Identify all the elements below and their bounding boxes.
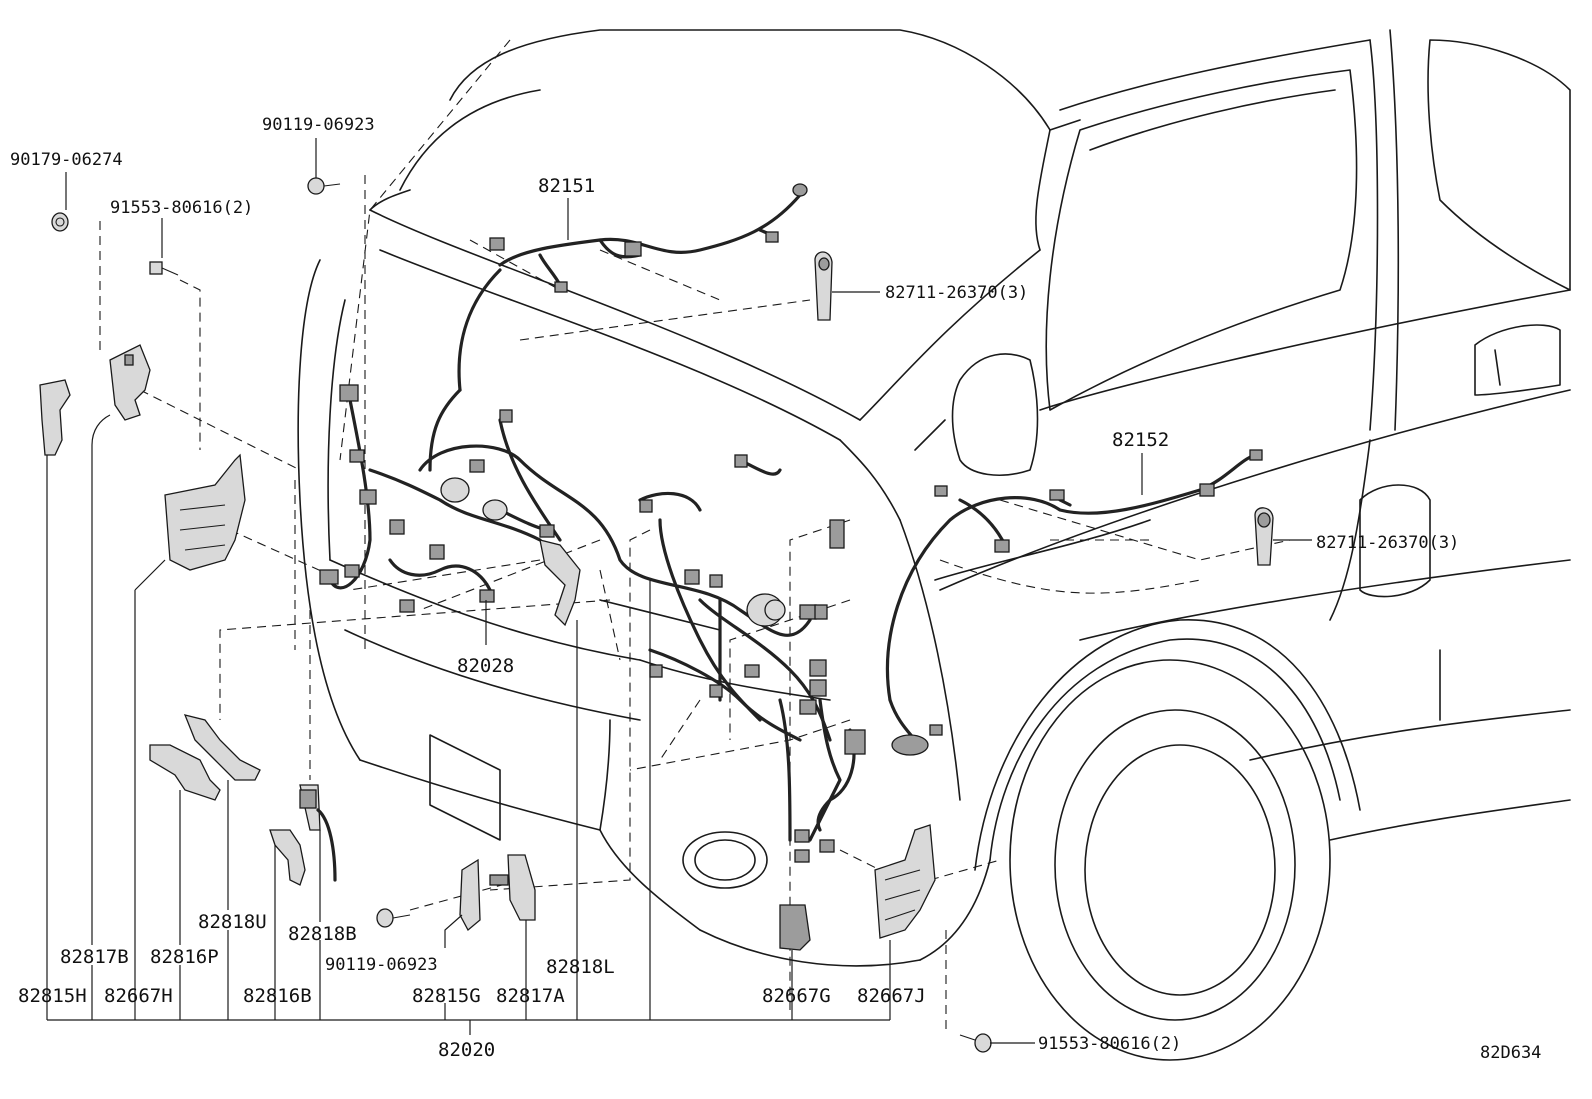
label-82667H: 82667H	[104, 985, 173, 1007]
label-90119-06923-bottom: 90119-06923	[325, 955, 438, 975]
label-82816B: 82816B	[243, 985, 312, 1007]
part-82818U	[183, 714, 261, 781]
label-90179-06274: 90179-06274	[10, 150, 123, 170]
part-number-labels: 90179-06274 91553-80616(2) 90119-06923 8…	[10, 115, 1541, 1063]
vehicle-body-outline	[297, 29, 1571, 1061]
label-82815G: 82815G	[412, 985, 481, 1007]
leader-lines	[46, 138, 1312, 1044]
part-82818B	[299, 784, 337, 882]
label-82818U: 82818U	[198, 911, 267, 933]
label-82667G: 82667G	[762, 985, 831, 1007]
diagram-code: 82D634	[1480, 1043, 1541, 1063]
label-82151: 82151	[538, 175, 595, 197]
nut-90179-06274	[51, 212, 69, 232]
label-82667J: 82667J	[857, 985, 926, 1007]
part-82667H	[164, 453, 246, 571]
part-82818L	[539, 539, 581, 627]
part-82816P	[149, 744, 221, 801]
label-82815H: 82815H	[18, 985, 87, 1007]
part-82815G	[459, 858, 481, 932]
part-82711-26370-right	[1254, 507, 1274, 566]
bolt-91553-80616-bottom	[959, 1033, 992, 1053]
part-82711-26370-top	[814, 251, 833, 321]
label-82028: 82028	[457, 655, 514, 677]
part-82817A	[489, 854, 536, 921]
part-82817B	[109, 344, 151, 421]
bolt-90119-06923-bottom	[376, 908, 411, 928]
label-90119-06923-top: 90119-06923	[262, 115, 375, 135]
bolt-90119-06923-top	[307, 177, 341, 195]
label-82020: 82020	[438, 1039, 495, 1061]
label-82818B: 82818B	[288, 923, 357, 945]
label-91553-80616-top: 91553-80616(2)	[110, 198, 253, 218]
label-82711-26370-top: 82711-26370(3)	[885, 283, 1028, 303]
part-82667G	[779, 904, 811, 951]
part-82815H	[39, 379, 71, 456]
harness-82151	[489, 183, 808, 293]
bolt-91553-80616-top	[149, 261, 179, 276]
label-82816P: 82816P	[150, 946, 219, 968]
dashed-reference-lines	[99, 39, 1291, 1030]
label-82817A: 82817A	[496, 985, 565, 1007]
label-82817B: 82817B	[60, 946, 129, 968]
label-82152: 82152	[1112, 429, 1169, 451]
label-91553-80616-bottom: 91553-80616(2)	[1038, 1034, 1181, 1054]
part-82816B	[269, 829, 306, 886]
label-82818L: 82818L	[546, 956, 615, 978]
harness-82152	[886, 449, 1263, 756]
part-82667J	[874, 824, 936, 939]
label-82711-26370-right: 82711-26370(3)	[1316, 533, 1459, 553]
